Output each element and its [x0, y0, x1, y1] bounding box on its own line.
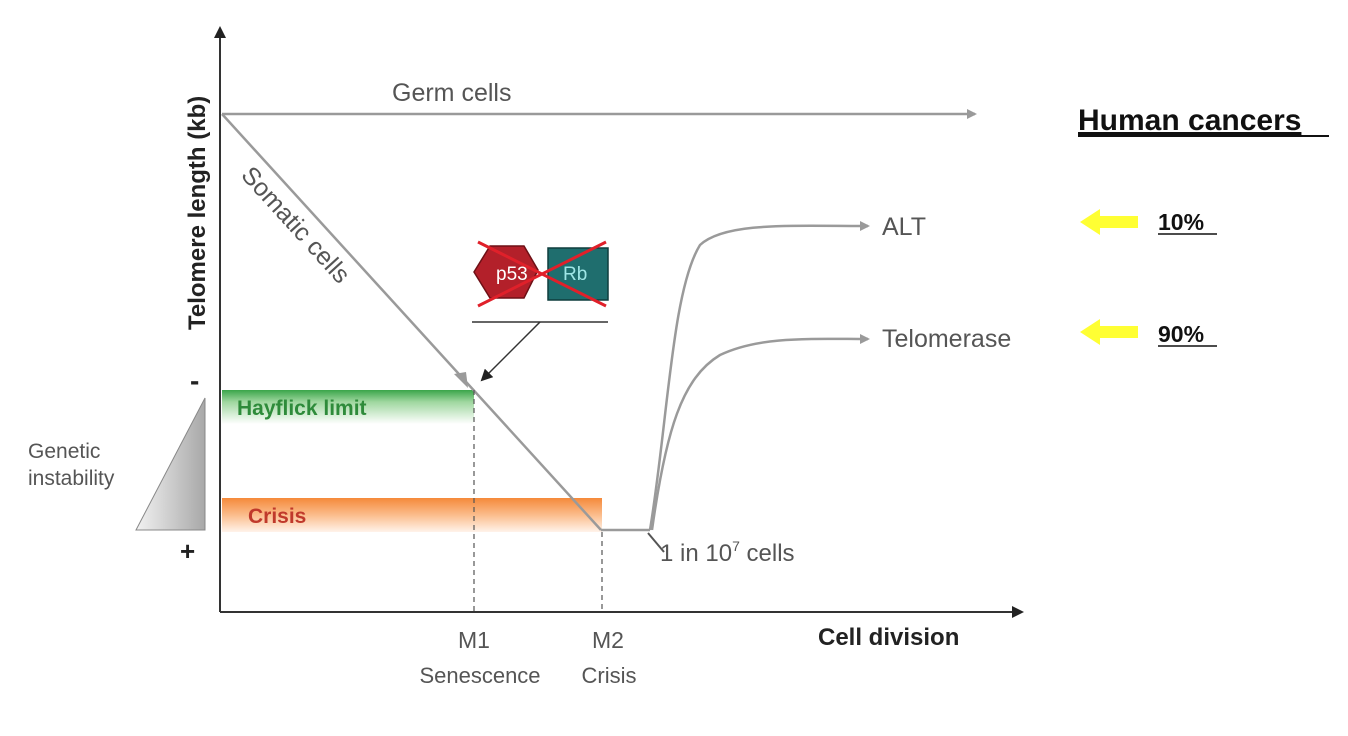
telomerase-label: Telomerase [882, 325, 1011, 353]
y-bottom-marker: + [180, 536, 195, 566]
m1-name: Senescence [419, 663, 540, 688]
y-top-marker: - [190, 365, 199, 396]
germ-cells-label: Germ cells [392, 79, 511, 107]
hayflick-label: Hayflick limit [237, 397, 367, 420]
genetic-instability-line2: instability [28, 467, 115, 490]
alt-yellow-arrow-icon [1080, 209, 1138, 235]
m2-code: M2 [592, 627, 624, 653]
genetic-instability-wedge [135, 397, 206, 531]
somatic-cells-label: Somatic cells [236, 161, 356, 289]
m1-code: M1 [458, 627, 490, 653]
human-cancers-title: Human cancers [1078, 104, 1301, 137]
rare-event-pointer [647, 532, 665, 553]
genetic-instability-line1: Genetic [28, 440, 100, 463]
somatic-cells-line [221, 113, 602, 531]
crisis-label: Crisis [248, 505, 306, 528]
rare-event-exponent: 7 [732, 538, 740, 554]
crisis-band [222, 498, 602, 532]
telomerase-yellow-arrow-icon [1080, 319, 1138, 345]
inactivation-pointer [480, 321, 541, 382]
p53-label: p53 [496, 264, 528, 285]
somatic-arrowhead [454, 372, 468, 388]
telomerase-percent: 90% [1158, 321, 1204, 347]
rare-event-label: 1 in 107 cells [660, 538, 795, 567]
rare-event-tail: cells [740, 540, 795, 567]
alt-curve [648, 220, 870, 531]
cross-stroke-b [477, 240, 607, 308]
alt-percent: 10% [1158, 209, 1204, 235]
m2-name: Crisis [582, 663, 637, 688]
rb-label: Rb [563, 264, 587, 285]
alt-label: ALT [882, 213, 926, 241]
p53-rb-inactivation: p53 Rb [472, 240, 609, 382]
y-axis-label: Telomere length (kb) [184, 96, 211, 330]
hayflick-band [222, 390, 474, 424]
telomerase-curve [650, 333, 870, 531]
rare-event-base: 1 in 10 [660, 540, 732, 567]
x-axis-label: Cell division [818, 624, 959, 651]
